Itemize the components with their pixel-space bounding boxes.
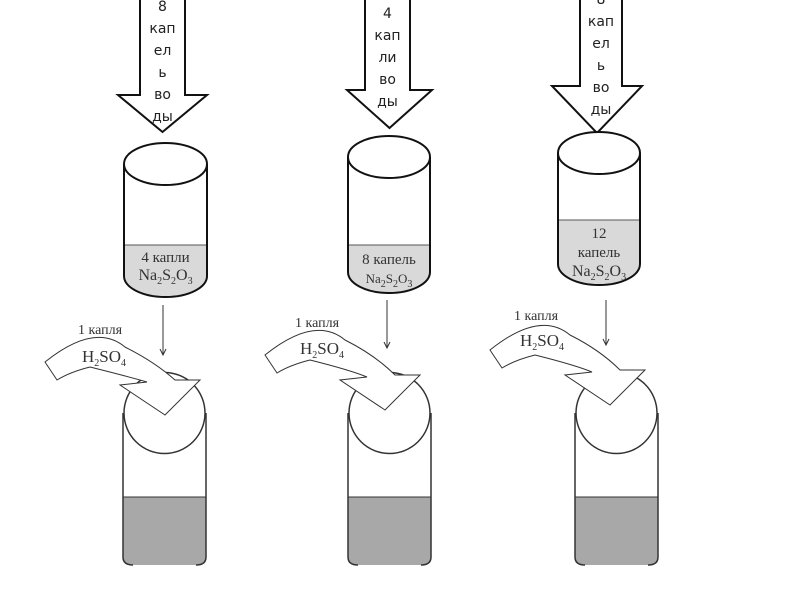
water-label-line: во	[154, 87, 171, 103]
formula-element: O	[610, 263, 622, 280]
formula-subscript: 3	[188, 276, 193, 287]
thiosulfate-formula: Na2S2O3	[366, 271, 413, 290]
formula-element: Na	[572, 263, 591, 280]
thiosulfate-liquid	[348, 245, 430, 293]
formula-element: O	[398, 271, 407, 286]
formula-element: H	[300, 339, 312, 358]
transfer-arrow-head-icon	[602, 338, 610, 347]
water-label-line: ды	[377, 94, 398, 110]
acid-curved-arrow-icon	[44, 336, 202, 416]
acid-amount-label: 1 капля	[78, 323, 123, 338]
cylinder-top	[123, 142, 208, 186]
formula-subscript: 2	[532, 342, 537, 353]
thiosulfate-amount-label: капель	[578, 245, 621, 261]
water-label-line: ь	[158, 65, 166, 81]
transfer-arrow-head-icon	[383, 341, 391, 350]
water-label-line: ли	[378, 50, 396, 66]
thiosulfate-formula: Na2S2O3	[138, 267, 192, 287]
acid-formula: H2SO4	[82, 347, 126, 369]
water-label-line: ь	[597, 58, 605, 74]
formula-element: O	[176, 267, 188, 284]
formula-element: S	[386, 271, 393, 286]
formula-element: SO	[99, 347, 121, 366]
formula-element: SO	[537, 331, 559, 350]
formula-element: S	[596, 263, 605, 280]
water-label-line: кап	[149, 21, 175, 37]
formula-subscript: 3	[407, 279, 412, 290]
cylinder-body	[123, 164, 208, 298]
formula-subscript: 2	[312, 350, 317, 361]
formula-element: SO	[317, 339, 339, 358]
formula-subscript: 2	[393, 279, 398, 290]
tube-liquid	[348, 497, 431, 565]
formula-subscript: 2	[591, 272, 596, 283]
formula-subscript: 2	[94, 358, 99, 369]
water-label-line: во	[379, 72, 396, 88]
tube-liquid	[123, 497, 206, 565]
cylinder-top	[557, 131, 641, 175]
thiosulfate-amount-label: 4 капли	[141, 250, 189, 266]
acid-formula: H2SO4	[520, 331, 564, 353]
acid-curved-arrow-icon	[489, 324, 647, 406]
acid-formula: H2SO4	[300, 339, 344, 361]
formula-element: H	[520, 331, 532, 350]
acid-amount-label: 1 капля	[514, 309, 559, 324]
test-tube-body	[347, 413, 432, 566]
cylinder-top	[347, 135, 431, 179]
water-label-line: ел	[592, 36, 610, 52]
thiosulfate-liquid	[124, 245, 207, 297]
thiosulfate-liquid	[558, 220, 640, 285]
acid-amount-label: 1 капля	[295, 316, 340, 331]
formula-subscript: 2	[381, 279, 386, 290]
water-label-line: ды	[152, 109, 173, 125]
water-label-line: во	[593, 80, 610, 96]
test-tube-body	[122, 413, 207, 566]
formula-element: S	[162, 267, 171, 284]
water-label-line: 8	[597, 0, 606, 8]
formula-subscript: 2	[157, 276, 162, 287]
thiosulfate-amount-label: 8 капель	[362, 252, 416, 268]
transfer-arrow-head-icon	[159, 348, 167, 357]
water-label-line: ды	[591, 102, 612, 118]
thiosulfate-amount-label: 12	[592, 226, 607, 242]
formula-subscript: 2	[171, 276, 176, 287]
water-label-line: 4	[383, 6, 392, 22]
water-label-line: кап	[588, 14, 614, 30]
formula-subscript: 2	[605, 272, 610, 283]
water-arrow-icon	[115, 0, 210, 134]
acid-curved-arrow-icon	[264, 329, 422, 411]
cylinder-body	[347, 157, 431, 294]
water-label-line: 8	[158, 0, 167, 15]
test-tube-body	[574, 413, 659, 566]
formula-subscript: 4	[559, 342, 564, 353]
formula-element: Na	[366, 271, 381, 286]
formula-subscript: 4	[339, 350, 344, 361]
thiosulfate-formula: Na2S2O3	[572, 263, 626, 283]
water-arrow-icon	[344, 0, 435, 130]
formula-subscript: 3	[621, 272, 626, 283]
tube-liquid	[575, 497, 658, 565]
formula-element: H	[82, 347, 94, 366]
formula-subscript: 4	[121, 358, 126, 369]
water-label-line: ел	[154, 43, 172, 59]
formula-element: Na	[138, 267, 157, 284]
water-label-line: кап	[374, 28, 400, 44]
cylinder-body	[557, 153, 641, 286]
